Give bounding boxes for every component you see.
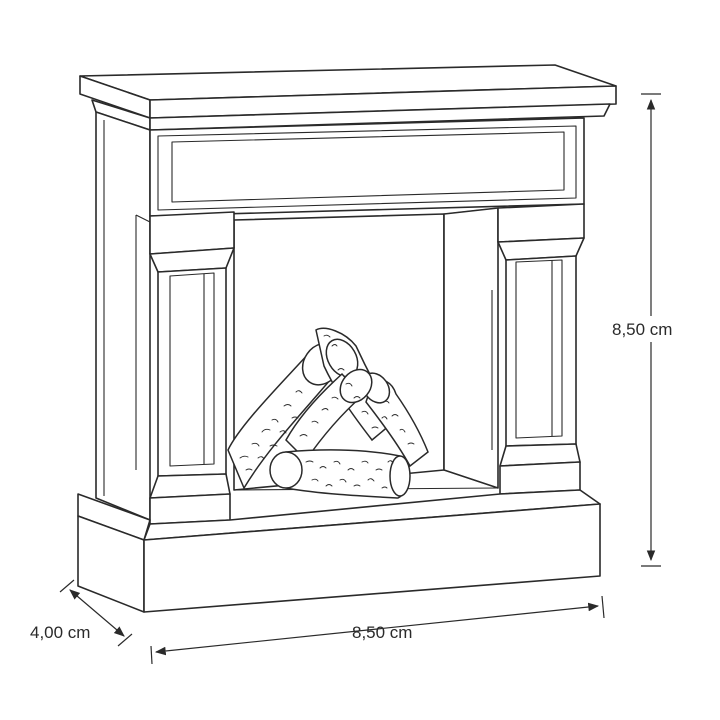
height-label-bg bbox=[612, 316, 692, 342]
left-pilaster bbox=[149, 211, 235, 525]
firebox-opening bbox=[233, 207, 499, 491]
height-label: 8,50 cm bbox=[612, 320, 672, 339]
firewood-logs bbox=[227, 327, 429, 499]
mantel-shelf bbox=[79, 64, 617, 131]
width-label: 8,50 cm bbox=[352, 623, 412, 642]
height-dimension: 8,50 cm bbox=[612, 93, 692, 567]
bark-texture bbox=[239, 334, 415, 489]
frieze-panel bbox=[149, 117, 585, 217]
left-side-panel bbox=[95, 111, 151, 521]
base-plinth bbox=[77, 489, 601, 613]
width-dimension: 8,50 cm bbox=[150, 595, 605, 665]
right-pilaster bbox=[491, 203, 585, 495]
depth-dimension: 4,00 cm bbox=[30, 579, 133, 647]
depth-label: 4,00 cm bbox=[30, 623, 90, 642]
